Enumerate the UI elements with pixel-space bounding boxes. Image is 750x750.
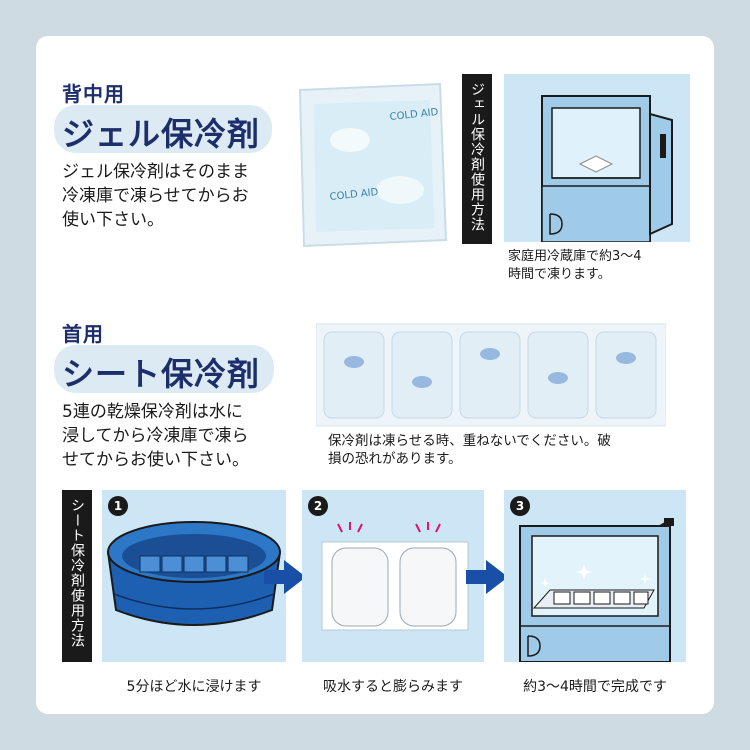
sheet-description-line: 5連の乾燥保冷剤は水に [62, 402, 243, 422]
gel-description-line: 使い下さい。 [62, 210, 164, 230]
sheet-warning-line: 損の恐れがあります。 [328, 451, 462, 467]
sheet-pack-image [316, 323, 666, 427]
freezer-note-line: 時間で凍ります。 [508, 267, 611, 282]
step-2-number: 2 [308, 496, 328, 516]
gel-method-label: ジェル保冷剤使用方法 [462, 74, 492, 244]
gel-description-line: ジェル保冷剤はそのまま [62, 162, 249, 182]
gel-subtitle: 背中用 [62, 82, 125, 106]
arrow-step-2-to-3 [466, 560, 508, 594]
arrow-step-1-to-2 [264, 560, 306, 594]
step-3-caption: 約3～4時間で完成です [523, 679, 667, 695]
gel-pack-image: COLD AID COLD AID [298, 82, 448, 248]
step-1-number: 1 [108, 496, 128, 516]
sheet-description-line: 浸してから冷凍庫で凍ら [62, 426, 249, 446]
sheet-warning: 保冷剤は凍らせる時、重ねないでください。破 損の恐れがあります。 [328, 432, 611, 468]
svg-text:COLD AID: COLD AID [389, 107, 439, 123]
step-1-caption: 5分ほど水に浸けます [126, 679, 262, 695]
svg-text:COLD AID: COLD AID [329, 187, 379, 203]
sheet-description: 5連の乾燥保冷剤は水に 浸してから冷凍庫で凍ら せてからお使い下さい。 [62, 400, 249, 472]
step-2-caption: 吸水すると膨らみます [323, 679, 463, 695]
gel-title-pill [54, 105, 272, 153]
sheet-warning-line: 保冷剤は凍らせる時、重ねないでください。破 [328, 433, 611, 449]
step-2-pack-illustration [321, 522, 469, 631]
freezer-note: 家庭用冷蔵庫で約3～4 時間で凍ります。 [508, 248, 642, 284]
sheet-title-pill [54, 345, 274, 393]
gel-description-line: 冷凍庫で凍らせてからお [62, 186, 249, 206]
freezer-note-line: 家庭用冷蔵庫で約3～4 [508, 249, 642, 264]
step-1-bowl-illustration [106, 521, 282, 626]
gel-title: ジェル保冷剤 [62, 115, 261, 153]
sheet-method-label: シート保冷剤使用方法 [62, 490, 92, 662]
step-3-freezer-illustration [519, 518, 674, 662]
sheet-subtitle: 首用 [62, 322, 104, 346]
sheet-description-line: せてからお使い下さい。 [62, 450, 249, 470]
sheet-title: シート保冷剤 [62, 355, 261, 393]
gel-description: ジェル保冷剤はそのまま 冷凍庫で凍らせてからお 使い下さい。 [62, 160, 249, 232]
freezer-illustration [541, 95, 673, 242]
step-3-number: 3 [510, 496, 530, 516]
